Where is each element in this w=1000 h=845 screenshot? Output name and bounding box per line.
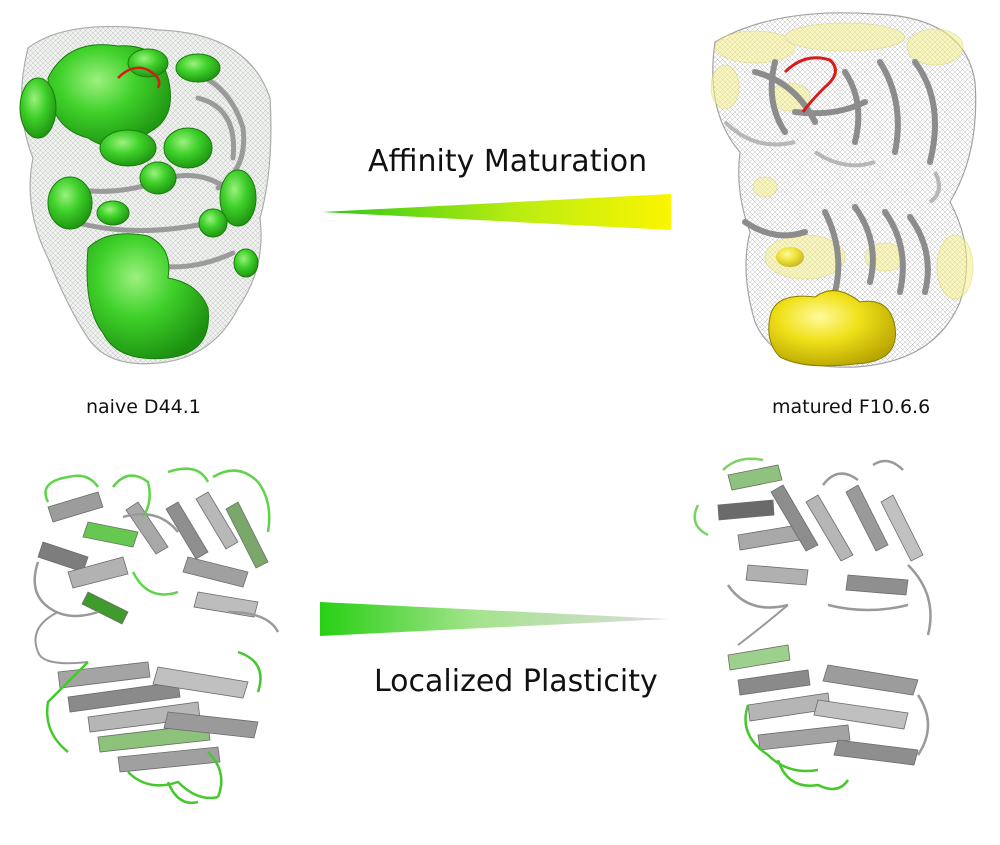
linker [34,611,89,665]
ribbon-strands-light [723,120,941,204]
localized-plasticity-wedge [320,600,670,638]
linker [737,604,789,646]
naive-green-density [19,44,259,360]
loops-lower [45,650,262,805]
localized-plasticity-label: Localized Plasticity [374,664,658,699]
naive-ribbon-svg [33,467,280,805]
beta-sheets-lower [727,644,919,766]
matured-yellow-density [768,290,896,367]
naive-density-svg [19,26,272,365]
naive-density-map [8,8,276,373]
matured-density-svg [710,12,977,368]
matured-density-map [695,2,983,374]
loops-upper [33,467,280,633]
naive-ribbon-structure [28,462,284,822]
loops-lower [744,694,930,791]
naive-caption: naive D44.1 [86,396,201,418]
cdr-loop-red [117,66,161,89]
matured-ribbon-structure [688,455,958,815]
ribbon-strands [742,59,938,295]
affinity-maturation-wedge [322,192,672,232]
beta-sheets-upper [717,464,924,596]
loops-upper [693,457,932,636]
matured-caption: matured F10.6.6 [772,396,931,418]
beta-sheets-upper [37,491,269,625]
beta-sheets-lower [57,661,259,773]
matured-ribbon-svg [693,457,932,791]
affinity-maturation-label: Affinity Maturation [368,144,648,179]
cdr-loop-red [783,56,837,113]
